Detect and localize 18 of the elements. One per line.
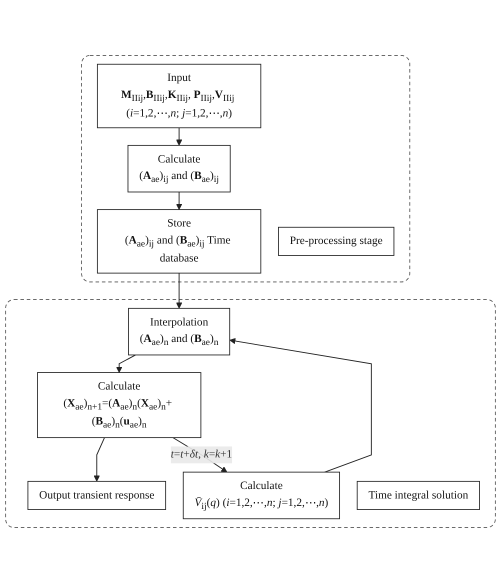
edge-label: t=t+δt, k=k+1 (170, 448, 232, 461)
node-box: Time integral solution (356, 480, 480, 510)
arrow (94, 437, 105, 482)
node-box: Calculate (X$_{ae}$)$_{n+1}$=(A$_{ae}$)$_{n}$(X$_{ae}$)$_{n}$+ (B$_{ae}$)$_{n}$(u$_{ae}$)$_{n}$ (37, 372, 202, 438)
arrow (116, 354, 136, 373)
node-box: Pre-processing stage (278, 226, 394, 256)
node-box: Store (A$_{ae}$)$_{ij}$ and (B$_{ae}$)$_{ij}$ Time database (96, 209, 262, 274)
node-box: Output transient response (27, 480, 166, 510)
arrow (229, 338, 372, 473)
node-box: Calculate V̄$_{ij}$(q) (i=1,2,⋯,n; j=1,2,⋯,n) (182, 472, 340, 520)
node-box: Input M$_{IIij}$,B$_{IIij}$,K$_{IIij}$, P$_{IIij}$,V$_{IIij}$ (i=1,2,⋯,n; j=1,2,⋯,n) (96, 64, 262, 128)
arrow (176, 192, 182, 210)
node-box: Interpolation (A$_{ae}$)$_{n}$ and (B$_{ae}$)$_{n}$ (128, 308, 230, 356)
cluster (81, 55, 410, 282)
node-box: Calculate (A$_{ae}$)$_{ij}$ and (B$_{ae}$)$_{ij}$ (128, 144, 231, 192)
arrow (176, 272, 182, 309)
arrow (176, 127, 182, 146)
cluster (5, 299, 496, 528)
